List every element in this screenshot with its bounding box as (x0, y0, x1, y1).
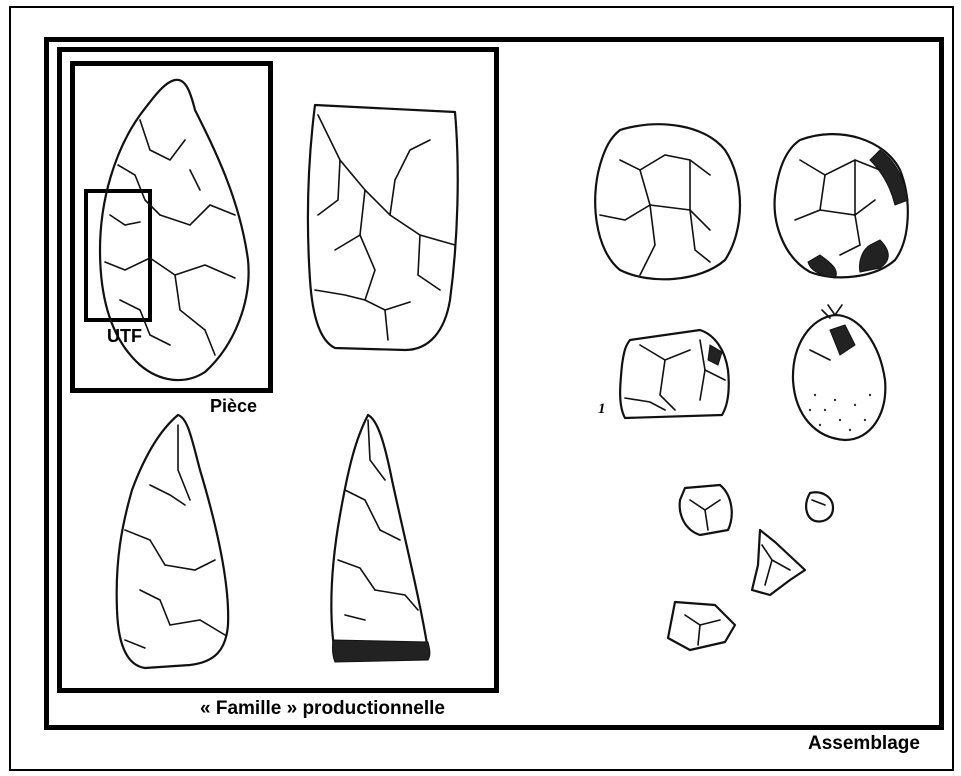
rectangular-tool-drawing (308, 105, 458, 350)
artifact-number: 1 (598, 401, 606, 417)
assemblage-label: Assemblage (808, 733, 920, 755)
utf-label: UTF (107, 326, 142, 347)
polyhedral-core-drawing (775, 134, 908, 278)
famille-productionnelle-label: « Famille » productionnelle (200, 698, 445, 720)
blocky-flake-drawing (620, 330, 729, 418)
small-flake-2-drawing (806, 492, 833, 521)
small-flake-3-drawing (752, 530, 805, 595)
oval-cobble-drawing (793, 305, 885, 440)
small-flake-1-drawing (680, 485, 732, 535)
lower-right-point-drawing (331, 415, 430, 662)
discoid-core-drawing (595, 124, 740, 279)
lower-left-point-drawing (117, 415, 229, 668)
piece-label: Pièce (210, 396, 257, 417)
small-flake-4-drawing (668, 602, 735, 650)
